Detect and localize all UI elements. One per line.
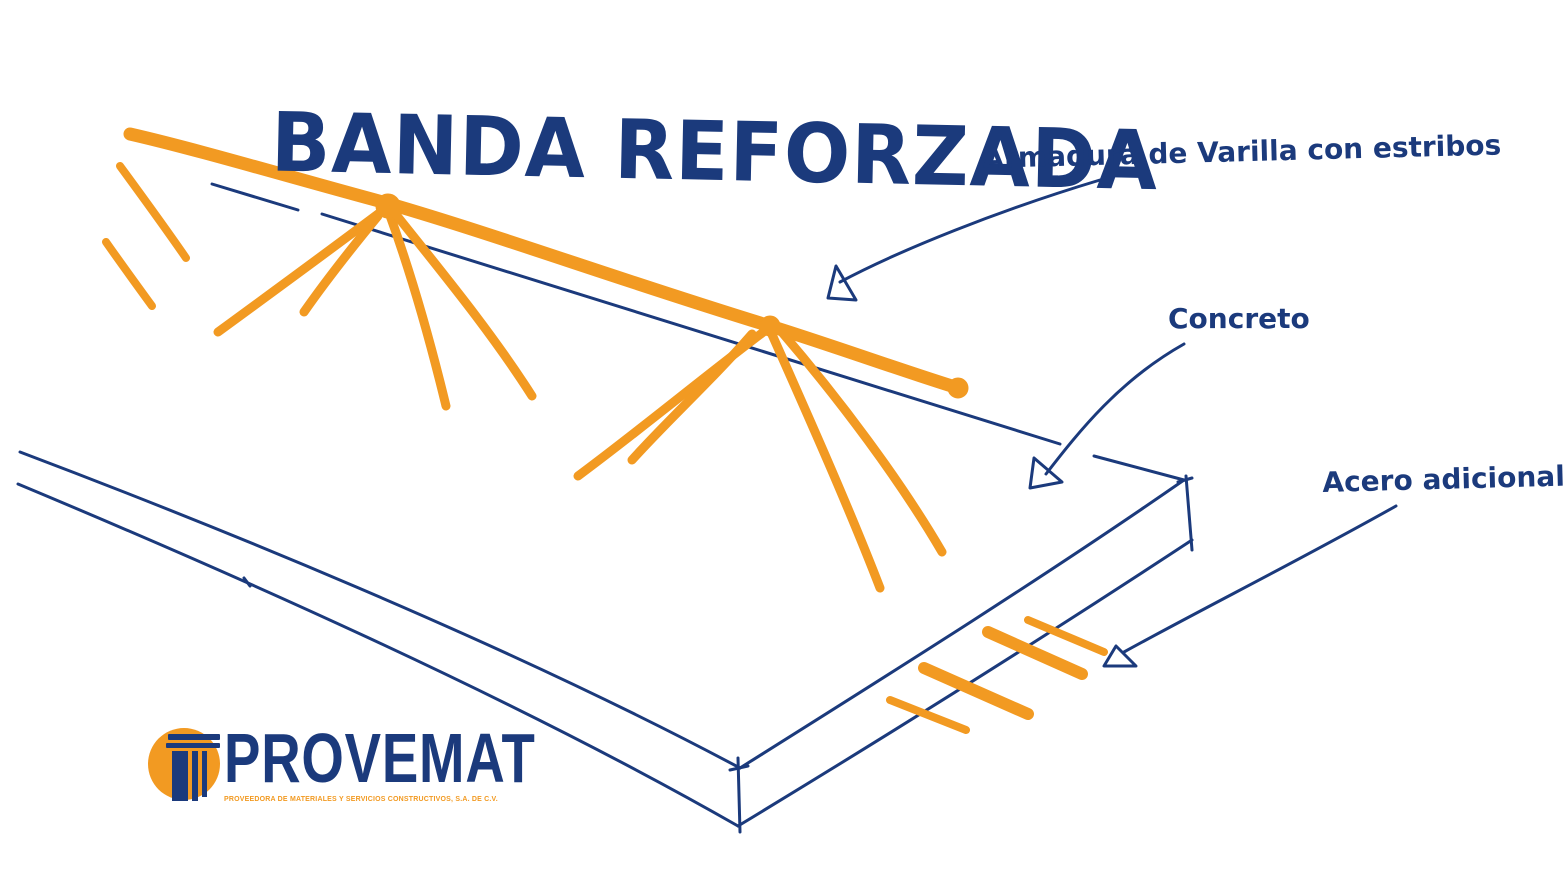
slab-right-edge-top xyxy=(738,478,1186,770)
slab-tick-back xyxy=(1176,476,1194,484)
arrow-acero-line xyxy=(1122,504,1398,654)
rebar-armature xyxy=(102,127,1108,734)
callout-arrows xyxy=(826,178,1398,668)
label-acero: Acero adicional xyxy=(1322,459,1563,499)
slab-corner-vertical-back xyxy=(1184,474,1194,552)
stirrup-left-leg-4 xyxy=(389,207,537,401)
slab-front-edge-bottom xyxy=(16,482,740,828)
stirrup-left-leg-3 xyxy=(383,205,451,411)
arrow-armadura-line xyxy=(838,178,1102,284)
provemat-logo: PROVEMAT PROVEEDORA DE MATERIALES Y SERV… xyxy=(146,719,535,808)
slab-tick-front xyxy=(728,764,750,772)
slab-front-tick-small xyxy=(242,576,252,588)
arrow-concreto-line xyxy=(1044,342,1186,476)
stirrup-left-leg-1 xyxy=(213,203,391,337)
slab-back-edge xyxy=(210,182,300,212)
slab-back-edge-2 xyxy=(320,212,1062,446)
slab-corner-vertical-front xyxy=(736,756,742,834)
arrow-armadura-head xyxy=(826,264,858,302)
logo-wordmark: PROVEMAT xyxy=(224,719,536,797)
stirrup-right-leg-3 xyxy=(765,325,885,593)
stirrup-left-leg-2 xyxy=(299,211,383,317)
arrow-acero-head xyxy=(1102,644,1138,668)
extra-steel-bar-2 xyxy=(1024,616,1108,656)
rod-end-cap xyxy=(947,377,969,399)
label-concreto: Concreto xyxy=(1168,302,1310,335)
motion-stroke-1 xyxy=(116,162,190,262)
logo-tagline: PROVEEDORA DE MATERIALES Y SERVICIOS CON… xyxy=(224,796,498,803)
extra-steel-bar-3 xyxy=(918,662,1034,720)
motion-stroke-2 xyxy=(102,238,156,310)
slab-front-edge-top xyxy=(18,450,742,770)
main-rebar-rod xyxy=(123,127,965,395)
slab-back-edge-3 xyxy=(1092,454,1186,482)
stirrup-right-leg-4 xyxy=(775,325,947,557)
stirrup-right-leg-2 xyxy=(627,329,757,465)
arrow-concreto-head xyxy=(1028,456,1064,490)
extra-steel-bar-4 xyxy=(886,696,970,734)
provemat-logo-mark-icon xyxy=(148,728,220,801)
extra-steel-bar-1 xyxy=(982,626,1088,680)
